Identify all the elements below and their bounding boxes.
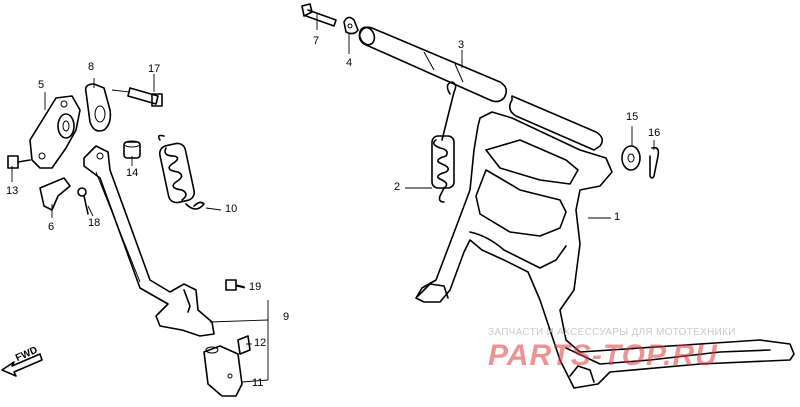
bushing-14-part [123,140,141,159]
callout-6: 6 [48,221,55,233]
pin-16-part [649,146,660,179]
collar-8-part [84,83,112,132]
callout-8: 8 [88,61,95,73]
spring-10-part [157,134,205,210]
fwd-arrow-icon [1,353,43,377]
callout-12: 12 [254,337,267,349]
bolt-19-part [225,279,245,291]
callout-13: 13 [6,185,19,197]
pipe-part [358,26,508,103]
pad-12-part [237,335,251,355]
callout-10: 10 [225,203,238,215]
callout-18: 18 [88,217,101,229]
clip-4-part [343,16,359,35]
bracket-5-part [29,95,81,169]
callout-4: 4 [346,57,353,69]
washer-15-part [621,145,641,171]
callout-9: 9 [283,311,290,323]
leader-lines [11,14,655,383]
callout-19: 19 [249,281,262,293]
callout-15: 15 [626,111,639,123]
callout-11: 11 [252,377,264,389]
callout-3: 3 [458,39,465,51]
bolt-7-part [301,3,337,27]
watermark-tagline: ЗАПЧАСТИ И АКСЕССУАРЫ ДЛЯ МОТОТЕХНИКИ [488,327,736,338]
side-stand-part [83,145,215,337]
bolt-18-part [77,187,89,215]
callout-14: 14 [126,167,139,179]
watermark-brand: PARTS-TOP.RU [488,339,718,372]
callout-17: 17 [148,63,161,75]
main-stand-part [415,95,795,389]
pad-11-part [203,345,243,397]
spring-2-part [431,81,457,203]
callout-5: 5 [38,79,45,91]
callout-7: 7 [313,35,320,47]
plate-6-part [39,177,71,211]
bolt-17-part [127,87,163,107]
callout-16: 16 [648,127,661,139]
callout-2: 2 [394,181,401,193]
bolt-13-part [7,155,31,169]
callout-1: 1 [614,211,621,223]
